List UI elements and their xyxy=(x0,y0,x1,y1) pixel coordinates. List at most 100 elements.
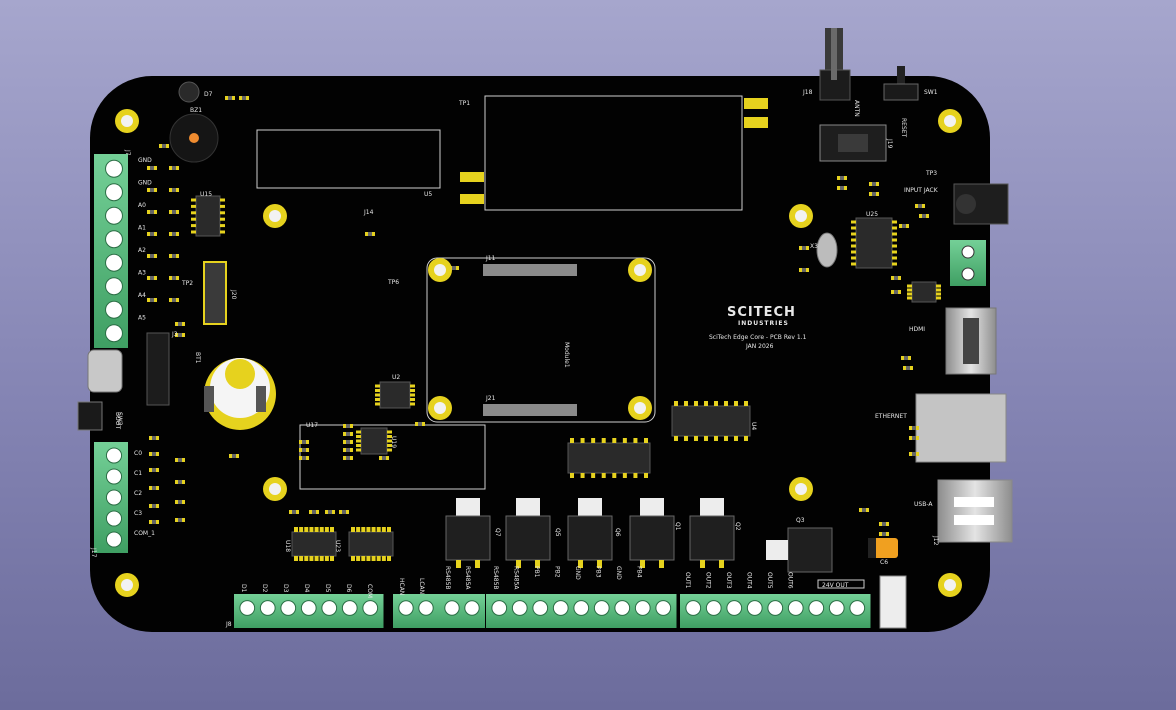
smd-part xyxy=(149,436,159,440)
smd-part xyxy=(147,276,157,280)
terminal-block xyxy=(680,594,871,628)
smd-part xyxy=(915,204,925,208)
ref-u2: U2 xyxy=(392,374,400,381)
smd-part xyxy=(899,224,909,228)
ref-u17: U17 xyxy=(306,422,318,429)
smd-part xyxy=(837,186,847,190)
terminal-pin-label: OUT5 xyxy=(766,572,773,589)
ref-u5: U5 xyxy=(424,191,432,198)
smd-part xyxy=(879,522,889,526)
crystal-x3 xyxy=(816,232,838,268)
ref-c6: C6 xyxy=(880,559,888,566)
mosfet xyxy=(629,498,675,568)
smd-part xyxy=(343,440,353,444)
smd-part xyxy=(147,254,157,258)
header-j19 xyxy=(819,124,887,162)
smd-part xyxy=(339,510,349,514)
ref-q3: Q3 xyxy=(796,517,805,524)
smd-part xyxy=(169,210,179,214)
smd-part xyxy=(147,166,157,170)
mounting-hole xyxy=(263,204,287,228)
smd-part xyxy=(299,440,309,444)
terminal-pin-label: OUT3 xyxy=(725,572,732,589)
smd-part xyxy=(309,510,319,514)
smd-part xyxy=(415,422,425,426)
ref-x3: X3 xyxy=(810,243,818,250)
u5-outline xyxy=(256,129,441,189)
usb-a-connector xyxy=(937,479,1013,543)
usb-c-connector xyxy=(87,349,123,393)
dc-jack xyxy=(953,183,1009,225)
mosfet xyxy=(505,498,551,568)
mounting-hole xyxy=(938,109,962,133)
ref-bt1: BT1 xyxy=(194,352,201,364)
smd-part xyxy=(229,454,239,458)
mosfet xyxy=(445,498,491,568)
ref-j14: J14 xyxy=(363,209,374,216)
ic-package xyxy=(907,281,941,303)
smd-part xyxy=(901,356,911,360)
mosfet xyxy=(567,498,613,568)
label-ethernet: ETHERNET xyxy=(875,413,907,420)
ethernet-connector xyxy=(915,393,1007,463)
smd-part xyxy=(147,232,157,236)
ref-q5: Q5 xyxy=(554,528,561,537)
ic-package xyxy=(567,438,651,478)
connector-j20 xyxy=(879,575,907,629)
terminal-pin-label: COM_1 xyxy=(134,530,155,537)
terminal-pin-label: D1 xyxy=(240,584,247,593)
terminal-pin-label: PB4 xyxy=(636,566,643,578)
smd-part xyxy=(449,266,459,270)
ref-tp3: TP3 xyxy=(925,170,937,177)
logo-subtitle: INDUSTRIES xyxy=(738,320,789,327)
smd-part xyxy=(891,276,901,280)
smd-part xyxy=(149,520,159,524)
smd-part xyxy=(909,452,919,456)
ref-j21: J21 xyxy=(485,395,496,402)
terminal-pin-label: D5 xyxy=(324,584,331,593)
hdmi-connector xyxy=(945,307,997,375)
smd-part xyxy=(837,176,847,180)
terminal-pin-label: C0 xyxy=(134,450,142,457)
mounting-hole xyxy=(115,573,139,597)
terminal-block xyxy=(393,594,439,628)
ref-j12: J12 xyxy=(932,535,939,546)
mounting-hole xyxy=(263,477,287,501)
terminal-pin-label: D3 xyxy=(282,584,289,593)
antenna-connector-j18 xyxy=(819,28,851,101)
ref-q1: Q1 xyxy=(674,522,681,531)
smd-part xyxy=(149,504,159,508)
smd-part xyxy=(169,276,179,280)
label-boot: BOOT xyxy=(114,412,121,429)
smd-part xyxy=(147,188,157,192)
smd-part xyxy=(175,333,185,337)
ref-sw1: SW1 xyxy=(924,89,938,96)
terminal-block xyxy=(486,594,677,628)
smd-part xyxy=(343,456,353,460)
j21-connector xyxy=(483,404,577,416)
terminal-block xyxy=(234,594,384,628)
smd-part xyxy=(169,254,179,258)
ref-j7: J7 xyxy=(124,149,131,156)
terminal-pin-label: RS485B xyxy=(492,566,499,590)
smd-part xyxy=(343,448,353,452)
mosfet-q3 xyxy=(766,527,833,573)
terminal-pin-label: A3 xyxy=(138,270,146,277)
ic-package xyxy=(671,401,751,441)
ref-j11: J11 xyxy=(485,255,496,262)
terminal-pin-label: A5 xyxy=(138,315,146,322)
smd-part xyxy=(909,426,919,430)
smd-part xyxy=(147,210,157,214)
smd-part xyxy=(239,96,249,100)
smd-part xyxy=(325,510,335,514)
ref-u23: U23 xyxy=(334,540,341,552)
j11-connector xyxy=(483,264,577,276)
terminal-block xyxy=(94,154,128,348)
terminal-pin-label: A1 xyxy=(138,225,146,232)
smd-part xyxy=(175,322,185,326)
smd-part xyxy=(169,232,179,236)
smd-part xyxy=(175,518,185,522)
ic-package xyxy=(191,195,225,237)
battery-holder-bt1 xyxy=(204,358,276,430)
